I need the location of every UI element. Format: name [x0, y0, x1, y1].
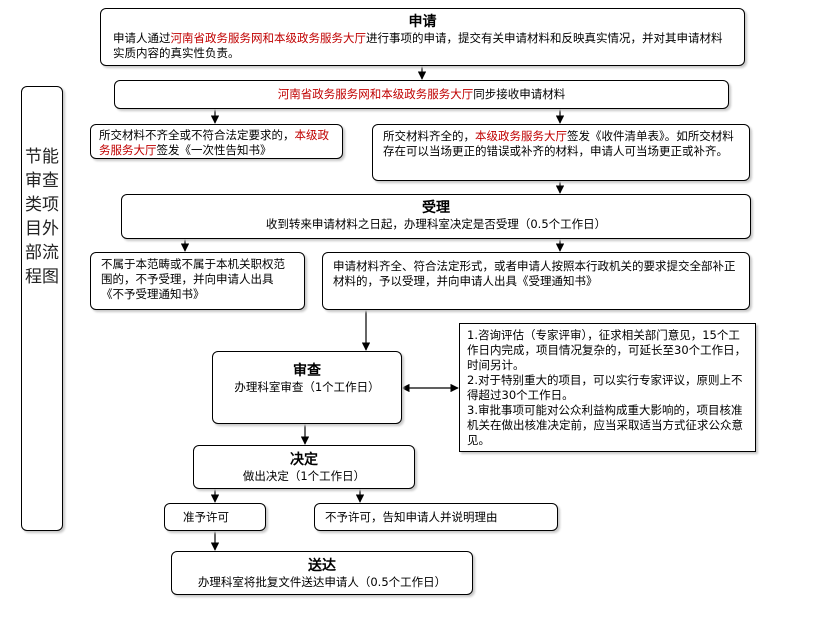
side-title-box: 节能审查类项目外部流程图	[21, 86, 63, 531]
decision-text: 做出决定（1个工作日）	[242, 469, 366, 483]
decision-title: 决定	[290, 452, 318, 468]
incomplete-text-1: 所交材料不齐全或不符合法定要求的，	[99, 128, 295, 142]
accept-text: 收到转来申请材料之日起，办理科室决定是否受理（0.5个工作日）	[265, 217, 607, 231]
side-title: 节能审查类项目外部流程图	[25, 147, 59, 287]
accept-ok-box: 申请材料齐全、符合法定形式，或者申请人按照本行政机关的要求提交全部补正材料的，予…	[322, 252, 750, 310]
reject-scope-box: 不属于本范畴或不属于本机关职权范围的，不予受理，并向申请人出具《不予受理通知书》	[90, 252, 305, 310]
note-line-3: 3.审批事项可能对公众利益构成重大影响的，项目核准机关在做出核准决定前，应当采取…	[467, 403, 743, 447]
apply-text-red: 河南省政务服务网和本级政务服务大厅	[170, 31, 367, 45]
review-box: 审查 办理科室审查（1个工作日）	[212, 351, 402, 424]
complete-text-red: 本级政务服务大厅	[475, 129, 567, 143]
incomplete-box: 所交材料不齐全或不符合法定要求的，本级政务服务大厅签发《一次性告知书》	[90, 124, 343, 159]
apply-title: 申请	[408, 14, 437, 30]
apply-box: 申请 申请人通过河南省政务服务网和本级政务服务大厅进行事项的申请，提交有关申请材…	[100, 8, 745, 66]
complete-text-1: 所交材料齐全的，	[383, 129, 475, 143]
deny-box: 不予许可，告知申请人并说明理由	[314, 503, 558, 531]
incomplete-text-red: 本级政务服务大厅	[99, 128, 329, 157]
deliver-title: 送达	[308, 558, 336, 574]
incomplete-text-2: 签发《一次性告知书》	[156, 143, 272, 157]
review-title: 审查	[293, 363, 321, 379]
accept-box: 受理 收到转来申请材料之日起，办理科室决定是否受理（0.5个工作日）	[121, 194, 751, 239]
apply-text: 申请人通过河南省政务服务网和本级政务服务大厅进行事项的申请，提交有关申请材料和反…	[113, 31, 732, 61]
apply-text-1: 申请人通过	[113, 31, 171, 45]
receive-text: 同步接收申请材料	[473, 87, 566, 101]
deliver-text: 办理科室将批复文件送达申请人（0.5个工作日）	[197, 575, 447, 589]
notes-box: 1.咨询评估（专家评审），征求相关部门意见，15个工作日内完成，项目情况复杂的，…	[459, 323, 756, 452]
review-text: 办理科室审查（1个工作日）	[234, 380, 380, 394]
apply-text-2: 进行事项的申请，提交有关申请材料和反映真实情况，并对其申请材料实质内容的真实性负…	[113, 31, 723, 60]
complete-box: 所交材料齐全的，本级政务服务大厅签发《收件清单表》。如所交材料存在可以当场更正的…	[372, 124, 750, 181]
deliver-box: 送达 办理科室将批复文件送达申请人（0.5个工作日）	[171, 551, 473, 595]
decision-box: 决定 做出决定（1个工作日）	[193, 445, 415, 489]
note-line-1: 1.咨询评估（专家评审），征求相关部门意见，15个工作日内完成，项目情况复杂的，…	[467, 328, 747, 372]
note-line-2: 2.对于特别重大的项目，可以实行专家评议，原则上不得超过30个工作日。	[467, 373, 743, 402]
complete-text-2: 签发《收件清单表》。如所交材料存在可以当场更正的错误或补齐的材料，申请人可当场更…	[383, 129, 734, 158]
receive-text-red: 河南省政务服务网和本级政务服务大厅	[277, 87, 474, 101]
approve-box: 准予许可	[164, 503, 266, 531]
accept-title: 受理	[422, 200, 450, 216]
receive-box: 河南省政务服务网和本级政务服务大厅同步接收申请材料	[114, 80, 729, 109]
